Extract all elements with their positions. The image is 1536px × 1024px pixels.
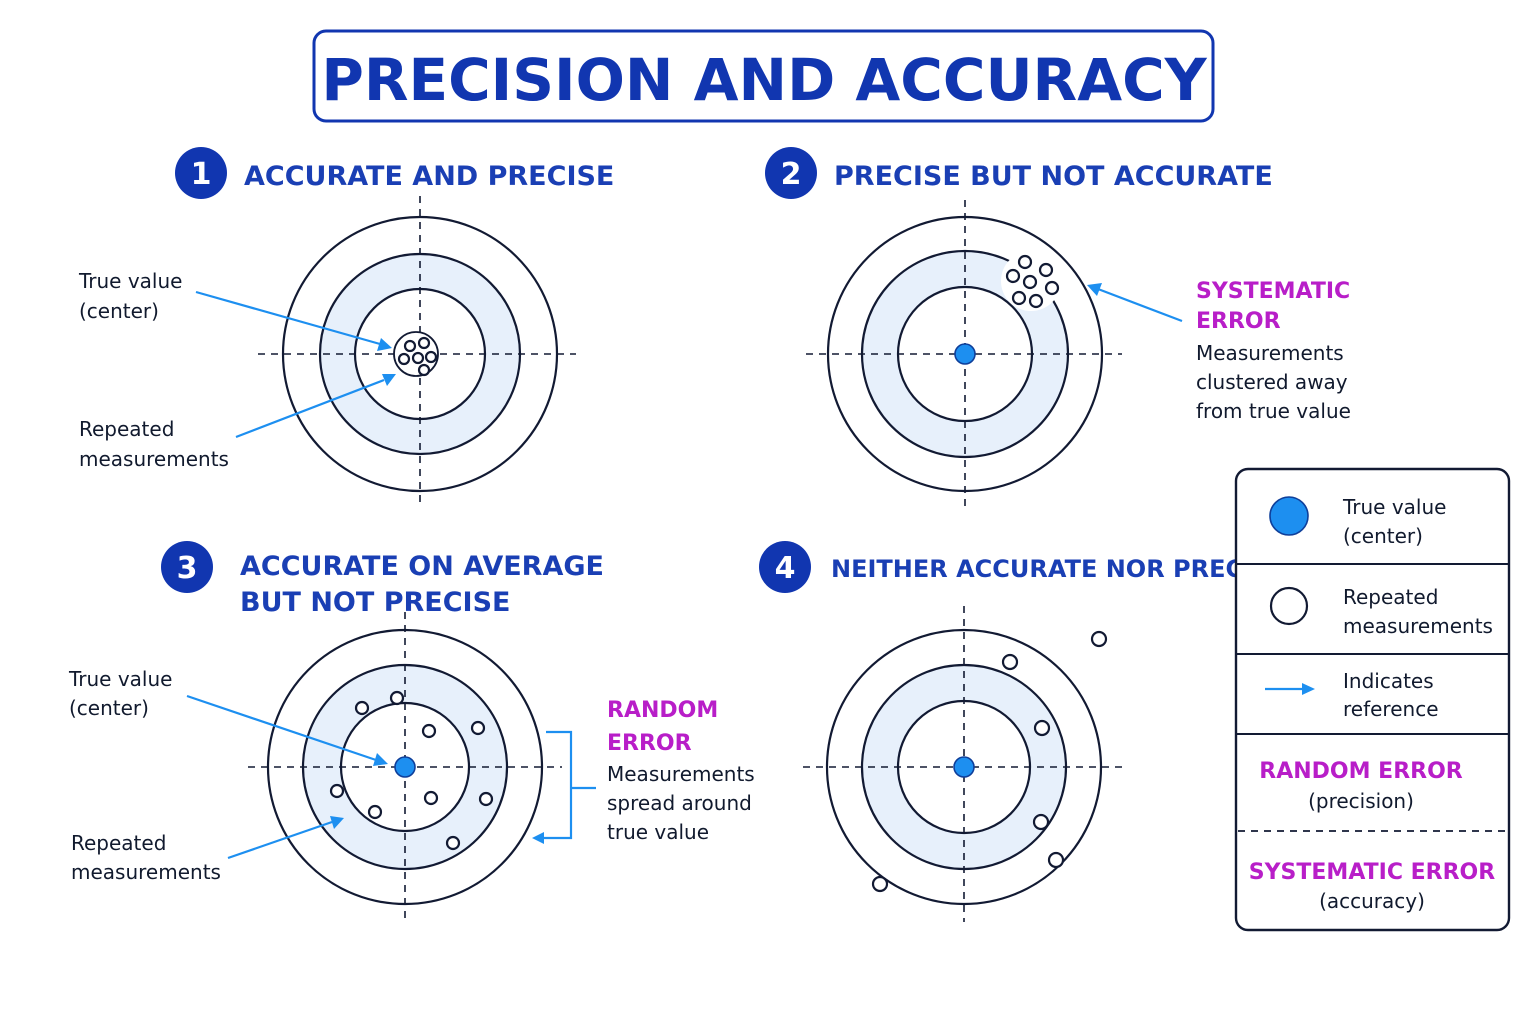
panel-2-number: 2: [781, 157, 802, 192]
legend-true-value-line1: True value: [1342, 495, 1446, 519]
panel-3-error-title-line2: ERROR: [607, 731, 692, 756]
panel-2-error-title-line1: SYSTEMATIC: [1196, 279, 1350, 304]
panel-3-error-text-line1: Measurements: [607, 762, 755, 786]
page-title: PRECISION AND ACCURACY: [321, 46, 1207, 114]
legend-repeated-line1: Repeated: [1343, 585, 1438, 609]
legend-random-error: RANDOM ERROR: [1259, 759, 1463, 784]
legend: True value (center) Repeated measurement…: [1234, 467, 1511, 932]
panel-4-target: [803, 606, 1122, 922]
title-box: [312, 29, 1215, 123]
panel-3-number: 3: [177, 551, 198, 586]
panel-3-error-title-line1: RANDOM: [607, 698, 718, 723]
panel-4-heading: NEITHER ACCURATE NOR PRECISE: [831, 555, 1286, 583]
panel-3-repeated-arrow: [227, 820, 333, 860]
panel-2-error-title-line2: ERROR: [1196, 309, 1281, 334]
panel-3-error-bracket: [543, 730, 596, 840]
legend-random-sub: (precision): [1308, 789, 1414, 813]
panel-2: 2 PRECISE BUT NOT ACCURATE SY: [765, 147, 1351, 508]
panel-3-heading-line1: ACCURATE ON AVERAGE: [240, 551, 604, 582]
panel-4-number: 4: [775, 551, 796, 586]
panel-2-true-value: [954, 343, 976, 365]
legend-indicates-line1: Indicates: [1343, 669, 1434, 693]
panel-3-true-label-line2: (center): [69, 696, 149, 720]
panel-1-true-arrow: [195, 290, 381, 346]
panel-3-heading-line2: BUT NOT PRECISE: [240, 587, 510, 618]
legend-true-value-line2: (center): [1343, 524, 1423, 548]
panel-4: 4 NEITHER ACCURATE NOR PRECISE: [759, 541, 1286, 922]
legend-measurement-icon: [1269, 586, 1309, 626]
panel-1-repeated-arrow: [235, 378, 385, 439]
panel-4-true-value: [953, 756, 975, 778]
panel-2-error-text-line2: clustered away: [1196, 370, 1348, 394]
panel-3-target: [248, 612, 562, 922]
panel-3-repeated-label-line1: Repeated: [71, 831, 166, 855]
panel-1-number-badge: [175, 147, 227, 199]
panel-3-number-badge: [161, 541, 213, 593]
panel-2-heading: PRECISE BUT NOT ACCURATE: [834, 161, 1273, 192]
legend-box: [1234, 467, 1511, 932]
legend-systematic-error: SYSTEMATIC ERROR: [1249, 860, 1495, 885]
legend-repeated-line2: measurements: [1343, 614, 1493, 638]
panel-3-true-value: [394, 756, 416, 778]
panel-1-repeated-label-line1: Repeated: [79, 417, 174, 441]
panel-2-number-badge: [765, 147, 817, 199]
panel-3-error-text-line3: true value: [607, 820, 709, 844]
panel-1-repeated-label-line2: measurements: [79, 447, 229, 471]
panel-3-true-label-line1: True value: [68, 667, 172, 691]
legend-true-value-icon: [1269, 496, 1309, 536]
panel-3-error-text-line2: spread around: [607, 791, 752, 815]
panel-2-error-arrow: [1097, 287, 1183, 323]
panel-2-measurements: [1005, 254, 1060, 309]
panel-1-number: 1: [191, 157, 212, 192]
panel-3: 3 ACCURATE ON AVERAGE BUT NOT PRECISE: [68, 541, 755, 922]
panel-3-measurements: [329, 690, 494, 851]
legend-indicates-line2: reference: [1343, 697, 1439, 721]
panel-1: 1 ACCURATE AND PRECISE True value (cente…: [78, 147, 614, 508]
panel-2-error-text-line1: Measurements: [1196, 341, 1344, 365]
panel-4-measurements: [871, 630, 1108, 893]
panel-4-number-badge: [759, 541, 811, 593]
panel-1-heading: ACCURATE AND PRECISE: [244, 161, 614, 192]
panel-1-measurements: [397, 336, 438, 377]
panel-3-repeated-label-line2: measurements: [71, 860, 221, 884]
legend-systematic-sub: (accuracy): [1319, 889, 1425, 913]
panel-1-true-label-line2: (center): [79, 299, 159, 323]
panel-1-true-label-line1: True value: [78, 269, 182, 293]
panel-2-target: [806, 200, 1122, 508]
panel-1-target: [258, 196, 576, 508]
panel-3-true-arrow: [186, 694, 377, 762]
panel-2-error-text-line3: from true value: [1196, 399, 1351, 423]
